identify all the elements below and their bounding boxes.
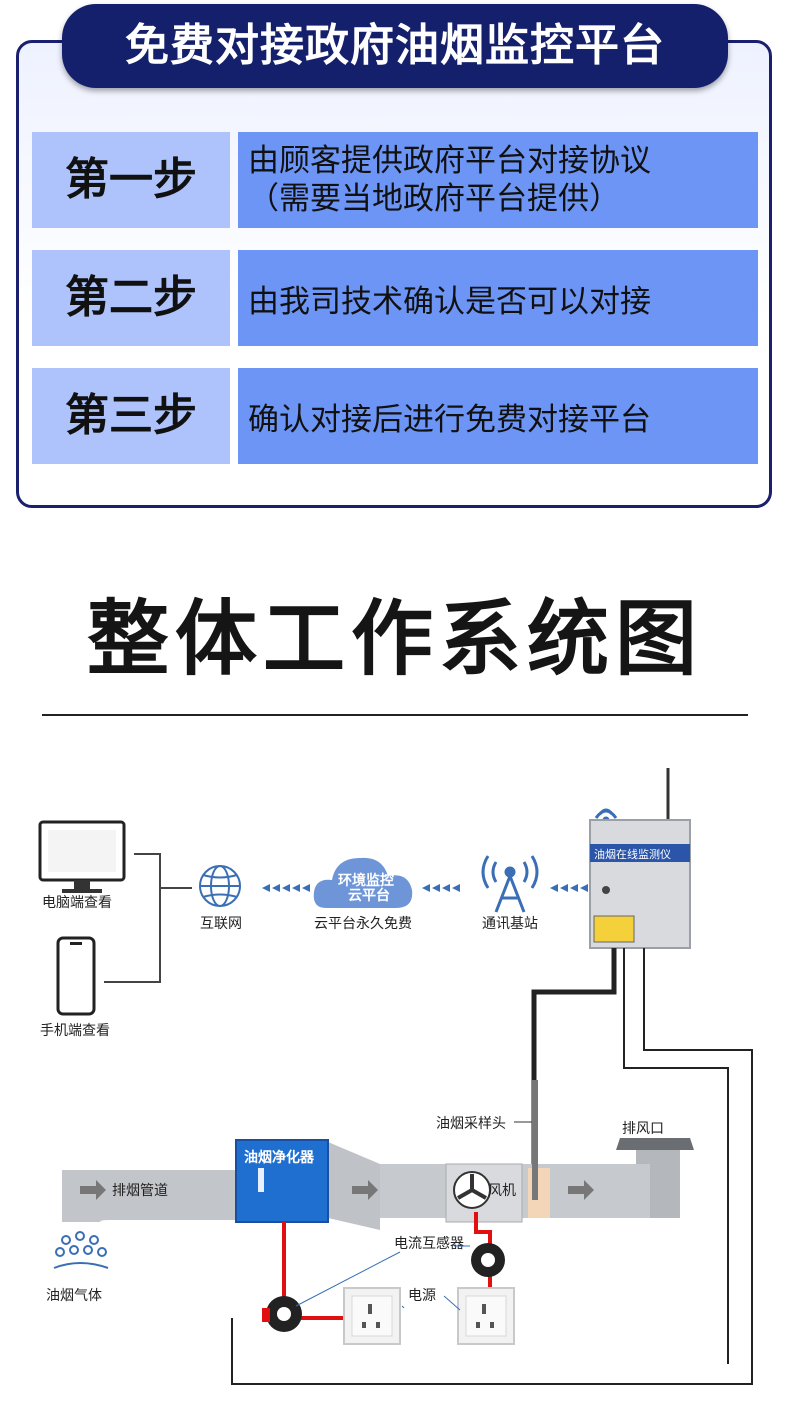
power-pointer-1 bbox=[401, 1305, 405, 1309]
pc-label: 电脑端查看 bbox=[42, 895, 112, 911]
sampler-label: 油烟采样头 bbox=[436, 1116, 506, 1132]
duct-label: 排烟管道 bbox=[112, 1183, 168, 1199]
cloud-text-2: 云平台 bbox=[348, 887, 390, 904]
step-3-desc: 确认对接后进行免费对接平台 bbox=[238, 368, 758, 464]
fan-label: 风机 bbox=[488, 1183, 516, 1199]
step-1-line1: 由顾客提供政府平台对接协议 bbox=[248, 143, 651, 179]
power-socket-1 bbox=[343, 1287, 401, 1345]
step-1-label: 第一步 bbox=[32, 132, 230, 228]
monitor-cabinet: 油烟在线监测仪 bbox=[589, 819, 691, 949]
sampler-probe bbox=[528, 1168, 550, 1218]
power-socket-2 bbox=[457, 1287, 515, 1345]
step-2-desc: 由我司技术确认是否可以对接 bbox=[238, 250, 758, 346]
sampler-cable bbox=[531, 948, 617, 1200]
ct-pointer-1 bbox=[295, 1251, 401, 1307]
phone-label: 手机端查看 bbox=[40, 1023, 110, 1039]
purifier-label: 油烟净化器 bbox=[244, 1149, 315, 1166]
data-flow-arrows-1 bbox=[262, 884, 310, 892]
outlet-label: 排风口 bbox=[622, 1121, 664, 1137]
current-sensor-2 bbox=[471, 1243, 505, 1277]
purifier-unit: 油烟净化器 bbox=[235, 1139, 329, 1223]
step-2-label: 第二步 bbox=[32, 250, 230, 346]
cloud-platform-icon: 环境监控 云平台 bbox=[313, 857, 413, 908]
fan-icon bbox=[445, 1163, 523, 1223]
cloud-text-1: 环境监控 bbox=[338, 872, 394, 889]
internet-globe-icon bbox=[199, 865, 241, 907]
device-link-line bbox=[104, 853, 161, 983]
exhaust-duct bbox=[62, 1138, 694, 1230]
monitor-title: 油烟在线监测仪 bbox=[594, 847, 671, 861]
gas-bubbles-icon bbox=[53, 1231, 109, 1269]
phone-icon bbox=[56, 936, 96, 1016]
power-label: 电源 bbox=[408, 1288, 436, 1304]
step-3-label: 第三步 bbox=[32, 368, 230, 464]
system-diagram: 电脑端查看 手机端查看 互联网 环境监控 云平台 云平台永久免费 bbox=[38, 768, 753, 1385]
power-pointer-2 bbox=[443, 1295, 461, 1311]
ct-label: 电流互感器 bbox=[394, 1235, 464, 1252]
signal-wire-2 bbox=[231, 948, 753, 1385]
banner-title: 免费对接政府油烟监控平台 bbox=[62, 4, 728, 88]
signal-wire-1 bbox=[623, 948, 729, 1364]
data-flow-arrows-3 bbox=[550, 884, 588, 892]
pc-monitor-icon bbox=[38, 820, 126, 893]
divider bbox=[42, 714, 748, 716]
duct-arrows bbox=[80, 1180, 594, 1200]
section-title: 整体工作系统图 bbox=[86, 592, 703, 687]
internet-label: 互联网 bbox=[200, 916, 242, 932]
sampler-rod bbox=[532, 1080, 538, 1200]
gas-label: 油烟气体 bbox=[46, 1288, 102, 1304]
tower-label: 通讯基站 bbox=[482, 915, 538, 932]
step-1-desc: 由顾客提供政府平台对接协议 （需要当地政府平台提供） bbox=[238, 132, 758, 228]
signal-tower-icon bbox=[481, 855, 539, 913]
step-1-line2: （需要当地政府平台提供） bbox=[248, 181, 620, 217]
cloud-label: 云平台永久免费 bbox=[314, 916, 412, 932]
current-sensor-1 bbox=[262, 1296, 302, 1332]
data-flow-arrows-2 bbox=[422, 884, 460, 892]
